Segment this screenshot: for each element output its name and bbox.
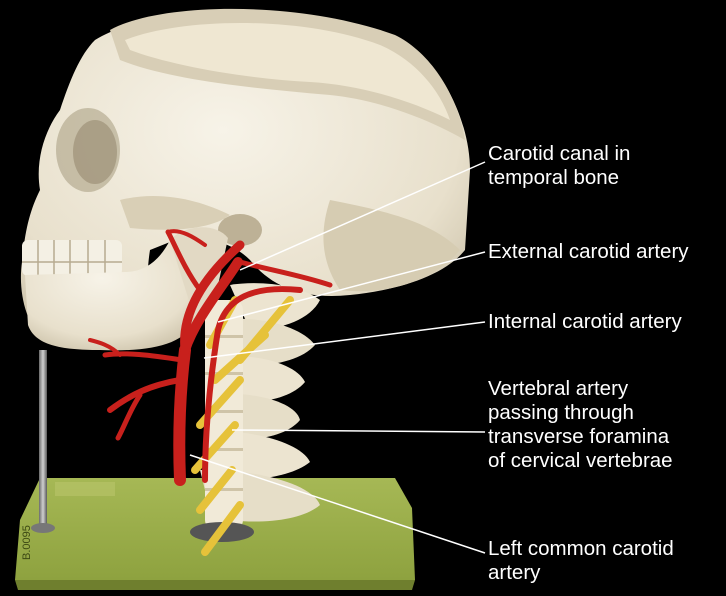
leader-line-external-carotid xyxy=(217,251,486,323)
leader-line-vertebral-artery xyxy=(231,429,486,433)
label-internal-carotid-artery: Internal carotid artery xyxy=(488,310,682,334)
label-line: Vertebral artery xyxy=(488,377,629,400)
support-rod xyxy=(31,350,55,533)
label-line: artery xyxy=(488,561,541,584)
label-line: Left common carotid xyxy=(488,537,674,560)
label-carotid-canal: Carotid canal in temporal bone xyxy=(488,142,630,190)
label-line: transverse foramina xyxy=(488,425,670,448)
label-vertebral-artery: Vertebral artery passing through transve… xyxy=(488,377,673,473)
leader-line-carotid-canal xyxy=(239,161,486,271)
leader-line-left-common-carotid xyxy=(189,454,486,554)
teeth-upper xyxy=(22,240,122,276)
leader-lines xyxy=(189,161,486,554)
label-line: temporal bone xyxy=(488,166,620,189)
label-line: of cervical vertebrae xyxy=(488,449,673,472)
arteries xyxy=(88,229,333,486)
svg-text:B.0095: B.0095 xyxy=(21,525,33,560)
label-line: External carotid artery xyxy=(488,240,689,263)
label-external-carotid-artery: External carotid artery xyxy=(488,240,689,264)
skull xyxy=(20,8,470,351)
label-line: Internal carotid artery xyxy=(488,310,682,333)
label-line: Carotid canal in xyxy=(488,142,631,165)
leader-line-internal-carotid xyxy=(203,321,486,359)
label-left-common-carotid-artery: Left common carotid artery xyxy=(488,537,674,585)
label-line: passing through xyxy=(488,401,634,424)
